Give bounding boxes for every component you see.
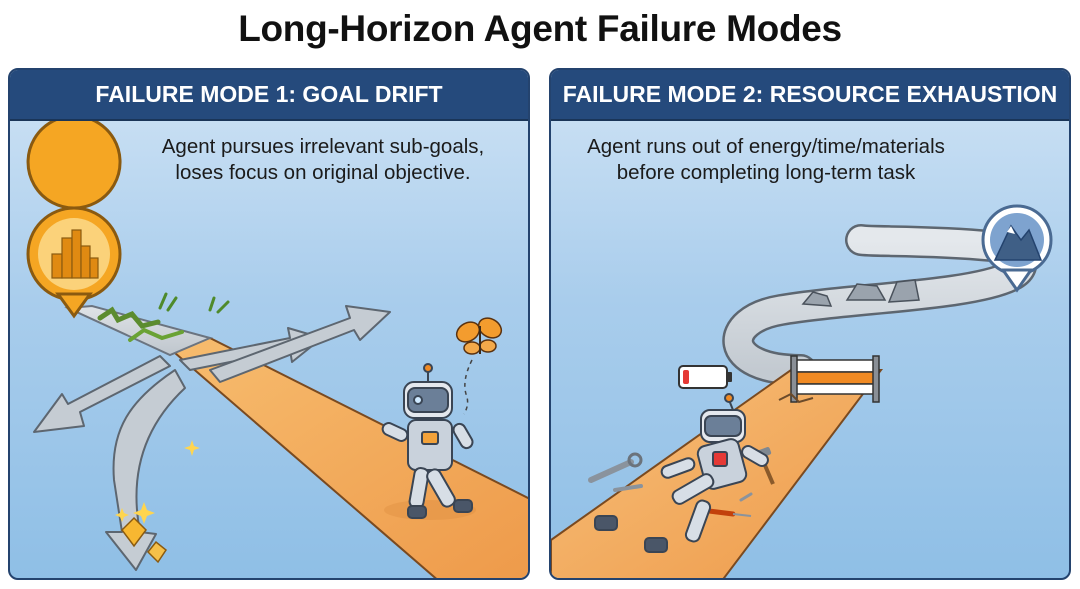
rocks <box>801 279 920 307</box>
description-line: Agent runs out of energy/time/materials <box>587 135 945 158</box>
faded-original-path <box>64 292 230 357</box>
panel-header-goal-drift: FAILURE MODE 1: GOAL DRIFT <box>10 70 528 121</box>
description-line: Agent pursues irrelevant sub-goals, <box>161 135 485 158</box>
gem-icon <box>115 440 200 564</box>
arrow-up-right <box>179 327 323 371</box>
arrow-right <box>209 305 391 383</box>
remaining-road <box>722 224 1038 386</box>
arrow-down-curved <box>105 369 186 571</box>
mountain-goal-pin-icon <box>981 204 1053 293</box>
description-line: loses focus on original objective. <box>175 161 471 184</box>
resource-exhaustion-description: Agent runs out of energy/time/materials … <box>561 134 971 186</box>
collapsed-robot <box>594 393 769 553</box>
city-goal-pin-icon <box>26 121 122 319</box>
walking-robot <box>381 363 476 520</box>
butterfly-icon <box>455 317 503 415</box>
roadblock-icon <box>790 355 880 403</box>
resource-exhaustion-panel: FAILURE MODE 2: RESOURCE EXHAUSTION Agen… <box>549 68 1071 580</box>
panel-header-resource-exhaustion: FAILURE MODE 2: RESOURCE EXHAUSTION <box>551 70 1069 121</box>
battery-low-icon <box>678 365 732 389</box>
goal-drift-description: Agent pursues irrelevant sub-goals, lose… <box>128 134 518 186</box>
resource-exhaustion-illustration <box>551 204 1053 578</box>
wrench-icon <box>588 452 643 483</box>
battery-level-fill <box>683 370 689 384</box>
goal-drift-panel: FAILURE MODE 1: GOAL DRIFT Agent pursues… <box>8 68 530 580</box>
distraction-arrows <box>33 305 391 571</box>
description-line: before completing long-term task <box>616 161 916 184</box>
arrow-left <box>33 355 171 433</box>
goal-drift-illustration <box>26 121 528 578</box>
page-title: Long-Horizon Agent Failure Modes <box>238 8 842 49</box>
